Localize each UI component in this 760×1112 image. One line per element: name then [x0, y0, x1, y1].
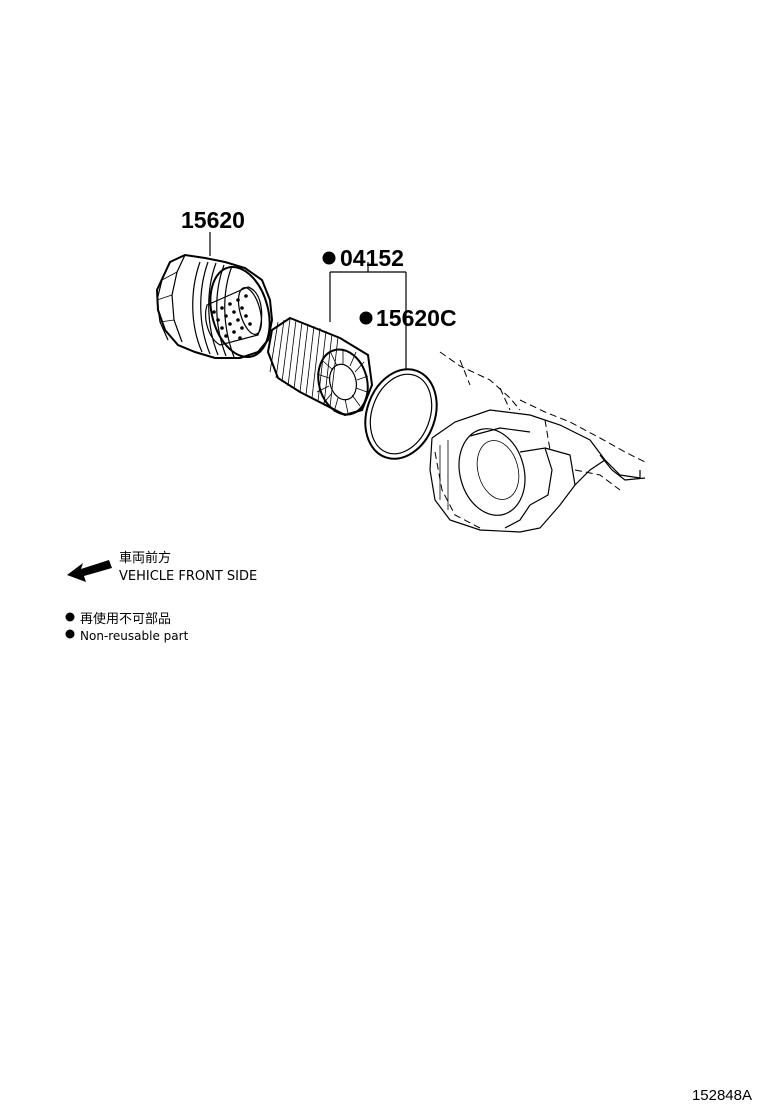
filled-dot-icon [359, 311, 373, 325]
nonreusable-legend: 再使用不可部品 Non-reusable part [65, 611, 189, 643]
o-ring [364, 368, 438, 460]
filled-dot-icon [65, 612, 75, 622]
oil-filter-cap [155, 253, 274, 359]
callout-element-number: 04152 [340, 245, 404, 271]
engine-housing [429, 351, 646, 533]
arrow-left-icon [67, 560, 112, 582]
figure-id: 152848A [692, 1087, 752, 1104]
direction-label-jp: 車両前方 [119, 550, 171, 566]
nonreusable-label-en: Non-reusable part [80, 629, 189, 643]
callout-oring-number: 15620C [376, 305, 457, 331]
vehicle-front-legend: 車両前方 VEHICLE FRONT SIDE [67, 550, 257, 584]
leader-lines [209, 232, 407, 370]
filled-dot-icon [65, 629, 75, 639]
filter-element [266, 316, 374, 417]
callout-cap-number: 15620 [181, 207, 245, 233]
perforation-holes [212, 294, 252, 340]
filled-dot-icon [322, 251, 336, 265]
nonreusable-label-jp: 再使用不可部品 [80, 611, 171, 627]
direction-label-en: VEHICLE FRONT SIDE [119, 569, 257, 584]
